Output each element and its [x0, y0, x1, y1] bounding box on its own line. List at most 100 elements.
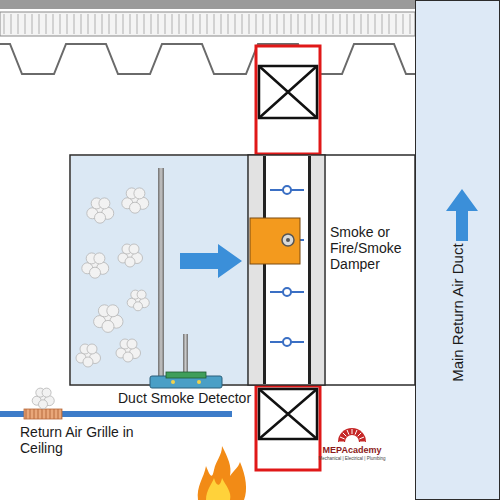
rising-smoke: [32, 388, 54, 409]
airflow-arrow: [446, 189, 478, 241]
roof-hatch: [32, 14, 33, 34]
roof-hatch: [11, 14, 12, 34]
roof-hatch: [193, 14, 194, 34]
insulation-cross: [259, 389, 317, 439]
smoke-puff: [94, 305, 123, 333]
smoke-puff: [90, 267, 101, 278]
roof-hatch: [102, 14, 103, 34]
flame-core: [206, 478, 230, 500]
logo-icon: [339, 429, 365, 442]
roof-hatch: [179, 14, 180, 34]
roof-hatch: [46, 14, 47, 34]
insulation-cross: [259, 66, 317, 118]
roof-hatch: [4, 14, 5, 34]
damper-label: Smoke or Fire/Smoke Damper: [330, 224, 412, 272]
smoke-puff: [107, 305, 119, 317]
roof-hatch: [291, 14, 292, 34]
fire: [198, 446, 246, 500]
smoke-puff: [42, 388, 51, 397]
flame: [198, 446, 246, 500]
roof-hatch: [249, 14, 250, 34]
logo-icon: [343, 433, 347, 437]
roof-hatch: [158, 14, 159, 34]
roof-hatch: [270, 14, 271, 34]
logo-tagline: Mechanical | Electrical | Plumbing: [317, 456, 387, 461]
smoke-puff: [102, 320, 114, 332]
roof-hatch: [298, 14, 299, 34]
airflow-arrow: [442, 189, 482, 241]
roof-hatch: [326, 14, 327, 34]
smoke-puff: [95, 212, 106, 223]
roof-hatch: [221, 14, 222, 34]
roof-hatch: [340, 14, 341, 34]
roof-layer: [0, 12, 415, 36]
logo-icon: [360, 442, 365, 443]
roof-hatch: [228, 14, 229, 34]
logo-icon: [338, 428, 366, 442]
roof-hatch: [333, 14, 334, 34]
smoke-puff: [129, 244, 139, 254]
roof-hatch: [382, 14, 383, 34]
roof-hatch: [116, 14, 117, 34]
damper-sleeve: [311, 156, 324, 384]
roof-hatch: [312, 14, 313, 34]
smoke-puff: [125, 257, 135, 267]
roof-hatch: [347, 14, 348, 34]
logo-icon: [358, 433, 362, 437]
roof-hatch: [284, 14, 285, 34]
roof-hatch: [172, 14, 173, 34]
roof-hatch: [186, 14, 187, 34]
roof-hatch: [263, 14, 264, 34]
smoke: [76, 188, 149, 367]
duct-smoke-detector: [150, 168, 222, 388]
roof-hatch: [95, 14, 96, 34]
roof-hatch: [81, 14, 82, 34]
roof-hatch: [200, 14, 201, 34]
roof-hatch: [74, 14, 75, 34]
logo-icon: [339, 442, 344, 443]
roof-hatch: [18, 14, 19, 34]
logo-icon: [355, 430, 357, 435]
blade-pivot: [283, 288, 291, 296]
roof-hatch: [123, 14, 124, 34]
roof-hatch: [207, 14, 208, 34]
smoke-puff: [32, 388, 54, 409]
roof-hatch: [235, 14, 236, 34]
roof-hatch: [25, 14, 26, 34]
metal-deck: [0, 44, 415, 74]
roof-hatch: [396, 14, 397, 34]
roof-hatch: [39, 14, 40, 34]
smoke-puff: [137, 290, 146, 299]
damper-jamb: [308, 156, 311, 384]
roof-hatch: [403, 14, 404, 34]
smoke-puff: [83, 357, 93, 367]
damper: [248, 155, 325, 385]
blade-pivot: [283, 186, 291, 194]
logo-icon: [347, 430, 349, 435]
smoke-puff: [99, 198, 110, 209]
branch-duct: [70, 155, 415, 385]
insulation-box: [259, 389, 317, 439]
damper-actuator: [250, 218, 300, 264]
logo-icon: [338, 428, 366, 442]
detector-led: [171, 380, 175, 384]
smoke-puff: [134, 302, 143, 311]
smoke-puff: [130, 202, 141, 213]
roof-hatch: [53, 14, 54, 34]
smoke-puff: [127, 290, 149, 311]
wall-lower: [256, 386, 320, 470]
damper-frame: [248, 155, 325, 385]
roof-hatch: [410, 14, 411, 34]
damper-blades: [270, 288, 304, 296]
logo-icon: [352, 429, 353, 434]
damper-blades: [270, 186, 304, 346]
roof-hatch: [375, 14, 376, 34]
smoke-puff: [82, 253, 109, 278]
blade-pivot: [283, 338, 291, 346]
roof-hatch: [361, 14, 362, 34]
smoke-puff: [118, 244, 143, 267]
smoke-puff: [87, 198, 114, 223]
wall-upper: [256, 46, 320, 154]
insulation-box: [259, 66, 317, 118]
actuator-shaft: [286, 238, 290, 242]
